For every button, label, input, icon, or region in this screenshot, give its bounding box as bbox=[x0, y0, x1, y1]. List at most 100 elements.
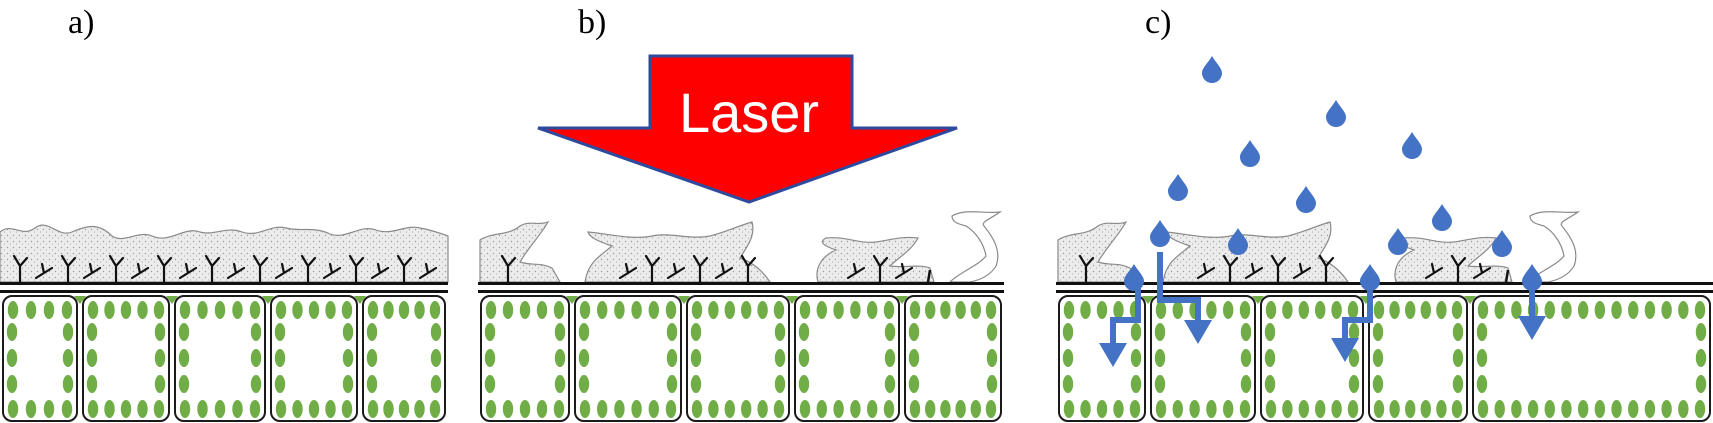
leaf-cell bbox=[686, 295, 790, 422]
chloroplast bbox=[1476, 375, 1488, 393]
wax-crystal-icon bbox=[178, 262, 198, 280]
chloroplast bbox=[274, 349, 286, 367]
chloroplast bbox=[773, 400, 785, 418]
chloroplast bbox=[1282, 301, 1293, 319]
intercellular-space bbox=[896, 296, 908, 304]
chloroplast bbox=[1172, 301, 1184, 319]
wax-crystal-icon bbox=[370, 262, 390, 280]
chloroplast bbox=[553, 301, 565, 319]
leaf-cell bbox=[1150, 295, 1256, 422]
chloroplast bbox=[232, 400, 243, 418]
water-flow-arrow-icon bbox=[1099, 343, 1127, 367]
chloroplast bbox=[62, 349, 74, 367]
chloroplast bbox=[62, 323, 74, 341]
wax-crystal-icon bbox=[1450, 254, 1467, 284]
wax-crystal-icon bbox=[396, 254, 413, 284]
water-droplet-icon bbox=[1240, 140, 1260, 167]
chloroplast bbox=[137, 400, 148, 418]
chloroplast bbox=[536, 301, 548, 319]
chloroplast bbox=[940, 301, 951, 319]
chloroplast bbox=[414, 301, 425, 319]
wax-fragment bbox=[479, 220, 562, 283]
chloroplast bbox=[485, 301, 497, 319]
chloroplast bbox=[1223, 400, 1234, 418]
wax-crystal-icon bbox=[1318, 254, 1335, 284]
wax-fragment bbox=[1526, 211, 1581, 283]
leaf-cell bbox=[1260, 295, 1364, 422]
chloroplast bbox=[308, 301, 320, 319]
chloroplast bbox=[1695, 349, 1707, 367]
chloroplast bbox=[197, 400, 208, 418]
chloroplast bbox=[833, 301, 844, 319]
wax-crystal-icon bbox=[714, 262, 734, 280]
wax-crystals bbox=[12, 254, 438, 284]
chloroplast bbox=[1628, 301, 1639, 319]
chloroplast bbox=[1389, 400, 1400, 418]
chloroplast bbox=[1661, 400, 1672, 418]
wax-crystal-icon bbox=[926, 269, 932, 283]
water-flow-arrows bbox=[1099, 252, 1546, 367]
cell-row bbox=[2, 295, 446, 422]
chloroplast bbox=[1062, 323, 1074, 341]
chloroplast bbox=[798, 349, 810, 367]
chloroplast bbox=[1577, 301, 1589, 319]
chloroplast bbox=[429, 400, 441, 418]
water-droplet-icon bbox=[1432, 204, 1452, 231]
chloroplast bbox=[179, 301, 191, 319]
chloroplast bbox=[1331, 400, 1342, 418]
chloroplast bbox=[908, 375, 920, 393]
chloroplast bbox=[908, 349, 920, 367]
water-flow-arrow-icon bbox=[1157, 252, 1201, 322]
wax-crystal-icon bbox=[1424, 262, 1444, 280]
intercellular-space bbox=[1142, 296, 1154, 304]
chloroplast bbox=[1155, 400, 1167, 418]
chloroplast bbox=[986, 323, 998, 341]
chloroplast bbox=[274, 323, 286, 341]
water-droplet-icon bbox=[1296, 186, 1316, 213]
chloroplast bbox=[249, 400, 261, 418]
chloroplast bbox=[249, 301, 261, 319]
chloroplast bbox=[925, 301, 936, 319]
chloroplast bbox=[430, 323, 442, 341]
chloroplast bbox=[850, 301, 861, 319]
wax-crystal-icon bbox=[666, 262, 686, 280]
chloroplast bbox=[1129, 400, 1141, 418]
chloroplast bbox=[61, 301, 73, 319]
chloroplast bbox=[665, 400, 677, 418]
laser-label: Laser bbox=[679, 81, 819, 144]
chloroplast bbox=[1080, 301, 1091, 319]
chloroplast bbox=[1695, 323, 1707, 341]
water-flow-arrow-icon bbox=[1331, 338, 1359, 362]
chloroplast bbox=[1405, 400, 1416, 418]
chloroplast bbox=[578, 349, 590, 367]
chloroplast bbox=[1154, 323, 1166, 341]
chloroplast bbox=[1420, 301, 1432, 319]
chloroplast bbox=[1062, 375, 1074, 393]
chloroplast bbox=[62, 375, 74, 393]
chloroplast bbox=[597, 301, 608, 319]
wax-crystal-icon bbox=[82, 262, 102, 280]
chloroplast bbox=[87, 301, 99, 319]
wax-crystal-icon bbox=[618, 262, 638, 280]
chloroplast bbox=[955, 301, 966, 319]
intercellular-space bbox=[74, 296, 86, 304]
chloroplast bbox=[325, 301, 336, 319]
chloroplast bbox=[774, 375, 786, 393]
laser-arrow: Laser bbox=[537, 54, 958, 204]
chloroplast bbox=[1611, 400, 1622, 418]
chloroplast bbox=[1239, 400, 1251, 418]
chloroplast bbox=[6, 323, 18, 341]
chloroplast bbox=[985, 400, 997, 418]
chloroplast bbox=[1240, 375, 1252, 393]
chloroplast bbox=[1611, 301, 1622, 319]
water-droplet-icon bbox=[1402, 132, 1422, 159]
leaf-cell bbox=[574, 295, 682, 422]
chloroplast bbox=[1062, 349, 1074, 367]
chloroplast bbox=[325, 400, 336, 418]
chloroplast bbox=[1154, 375, 1166, 393]
chloroplast bbox=[1477, 400, 1489, 418]
chloroplast bbox=[1298, 301, 1310, 319]
chloroplast bbox=[1451, 301, 1463, 319]
chloroplast bbox=[367, 400, 379, 418]
